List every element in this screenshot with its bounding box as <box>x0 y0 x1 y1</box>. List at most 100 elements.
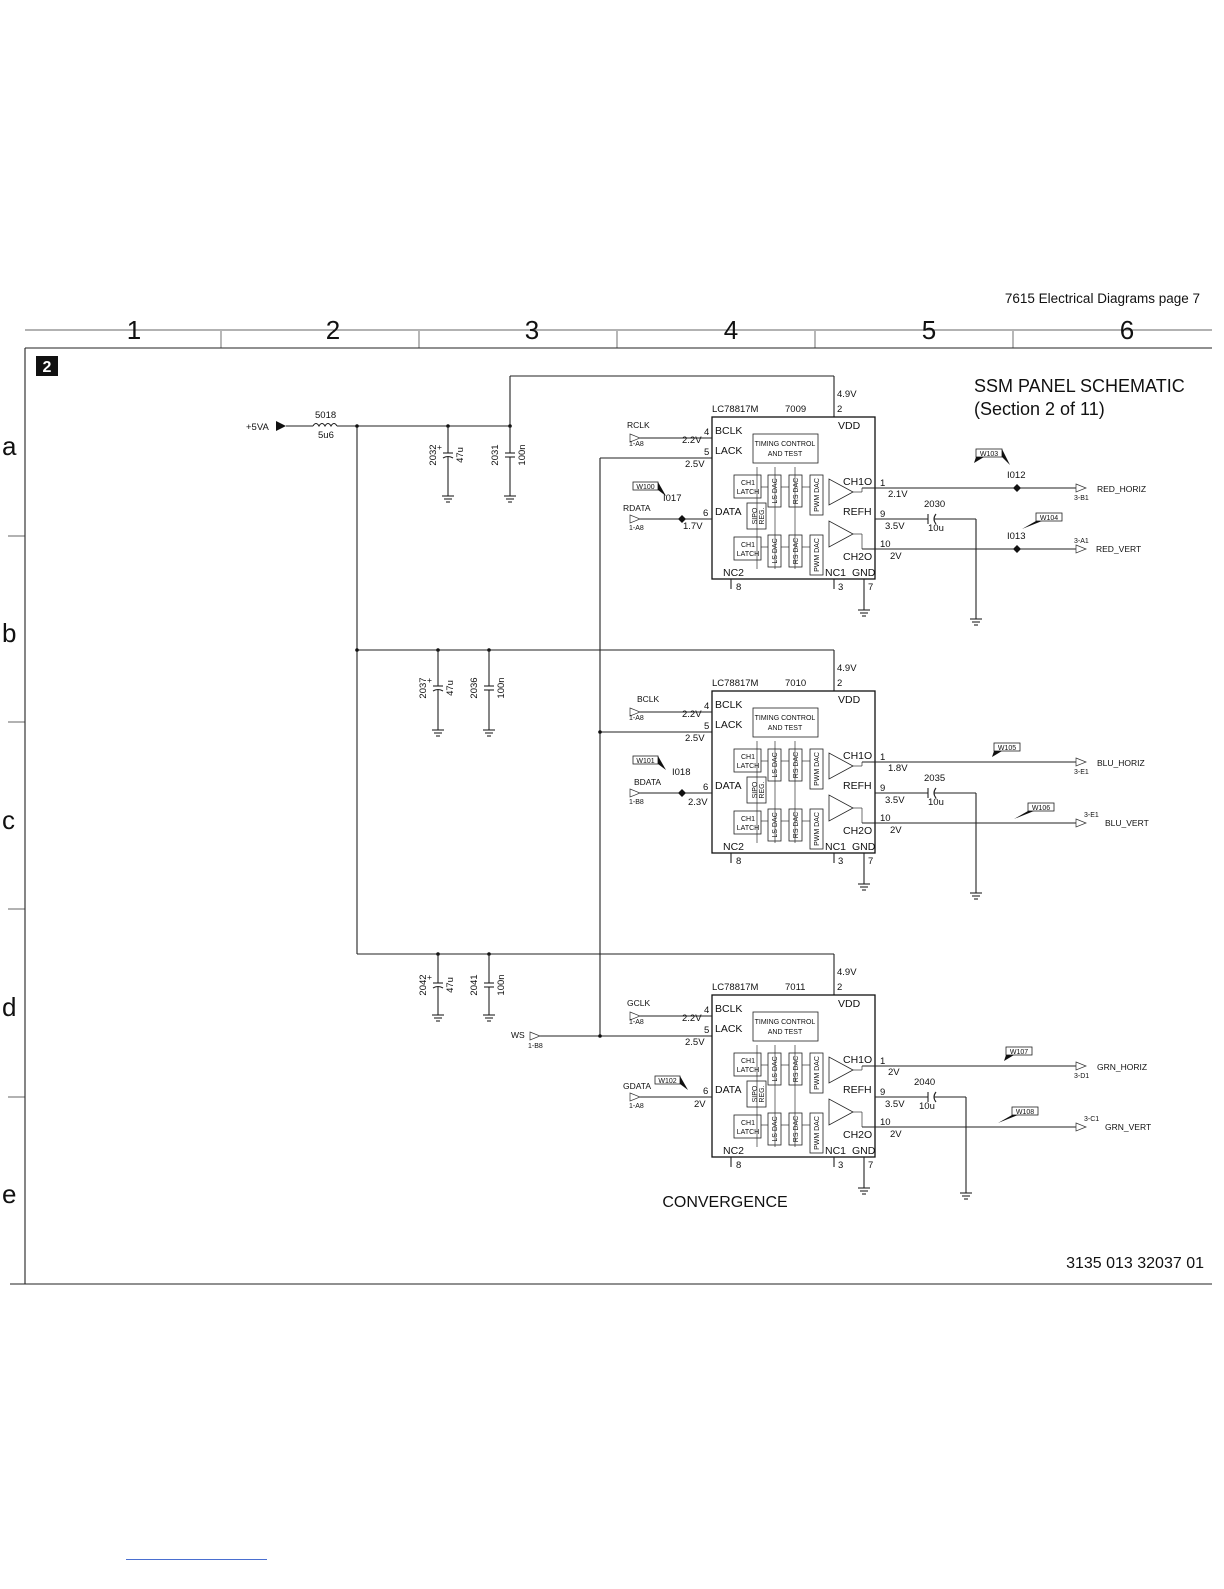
output-net-label: RED_VERT <box>1096 544 1141 554</box>
opamp-icon <box>828 478 854 506</box>
pin-number: 5 <box>704 447 709 458</box>
ws-connector-icon <box>529 1031 541 1041</box>
capacitor-value: 47u <box>445 680 456 696</box>
coupling-cap-value: 10u <box>928 797 944 808</box>
dac-block <box>767 808 782 842</box>
dac-block <box>809 534 824 576</box>
output-connector-icon <box>1075 1061 1087 1071</box>
pin-label-data: DATA <box>715 506 741 518</box>
pin-label-bclk: BCLK <box>715 1003 742 1015</box>
dac-block <box>809 1112 824 1154</box>
output-ref-label: 3-E1 <box>1084 812 1099 819</box>
data-connector-icon <box>629 1092 641 1102</box>
column-label: 5 <box>922 315 936 345</box>
pin-number: 7 <box>868 1160 873 1171</box>
latch-block <box>733 536 762 561</box>
ground-icon <box>858 609 870 617</box>
pin-number: 2 <box>837 678 842 689</box>
ground-icon <box>970 618 982 626</box>
pin-number: 8 <box>736 1160 741 1171</box>
clk-connector-icon <box>629 433 641 443</box>
power-net-label: +5VA <box>246 422 269 433</box>
latch-line1: CH1 <box>741 816 755 823</box>
test-point-label: W105 <box>998 745 1016 752</box>
pin-number: 3 <box>838 582 843 593</box>
timing-block-line2: AND TEST <box>768 1029 803 1036</box>
capacitor-ref: 2041 <box>469 974 480 995</box>
ground-icon <box>858 883 870 891</box>
pin-label-ch1o: CH1O <box>843 750 872 762</box>
latch-line2: LATCH <box>737 1129 759 1136</box>
column-label: 6 <box>1120 315 1134 345</box>
coupling-cap-ref: 2030 <box>924 499 945 510</box>
pin-number: 6 <box>703 782 708 793</box>
refh-voltage: 3.5V <box>885 795 905 806</box>
output-ref-label: 3-D1 <box>1074 1073 1089 1080</box>
ground-icon <box>960 1192 972 1200</box>
pin-number: 4 <box>704 1005 709 1016</box>
clk-net-label: GCLK <box>627 998 650 1008</box>
dac-label: PWM DAC <box>814 538 821 572</box>
junction-icon <box>678 789 686 797</box>
row-label: d <box>2 992 16 1022</box>
sipo-line2: REG. <box>759 507 766 524</box>
capacitor-ref: 2042 <box>418 974 429 995</box>
output-net-label: BLU_HORIZ <box>1097 758 1145 768</box>
schematic-subtitle: (Section 2 of 11) <box>974 399 1105 419</box>
timing-control-block <box>752 433 819 464</box>
test-point-flag <box>1011 1106 1039 1116</box>
pin-number: 8 <box>736 856 741 867</box>
junction-label: I017 <box>663 493 682 504</box>
pin-label-bclk: BCLK <box>715 699 742 711</box>
test-point-flag <box>1035 512 1063 522</box>
row-label: a <box>2 431 17 461</box>
output-ref-label: 3-B1 <box>1074 495 1089 502</box>
pin-label-refh: REFH <box>843 506 872 518</box>
chip-ref: 7009 <box>785 404 806 415</box>
latch-line2: LATCH <box>737 551 759 558</box>
pin-number: 9 <box>880 509 885 520</box>
output-connector-icon <box>1075 483 1087 493</box>
latch-line1: CH1 <box>741 1120 755 1127</box>
capacitor-ref: 2031 <box>490 444 501 465</box>
timing-block-line2: AND TEST <box>768 725 803 732</box>
row-labels: a b c d e <box>2 431 17 1209</box>
pin-label-bclk: BCLK <box>715 425 742 437</box>
dac-block <box>767 1052 782 1086</box>
pin-number: 9 <box>880 783 885 794</box>
ch1-voltage: 2V <box>888 1067 900 1078</box>
clk-net-label: RCLK <box>627 420 650 430</box>
column-label: 2 <box>326 315 340 345</box>
pin-label-gnd: GND <box>852 841 876 853</box>
pin-number: 10 <box>880 813 891 824</box>
pin-label-data: DATA <box>715 780 741 792</box>
capacitor-value: 47u <box>445 977 456 993</box>
column-label: 4 <box>724 315 738 345</box>
pin-number: 7 <box>868 856 873 867</box>
test-point-flag <box>1027 802 1055 812</box>
dac-block <box>788 1112 803 1146</box>
junction-label: I012 <box>1007 470 1026 481</box>
dac-block <box>767 748 782 782</box>
dac-label: LS DAC <box>772 1056 779 1081</box>
data-net-label: RDATA <box>623 503 651 513</box>
lack-voltage: 2.5V <box>685 1037 705 1048</box>
timing-block-line1: TIMING CONTROL <box>755 441 816 448</box>
pin-number: 4 <box>704 701 709 712</box>
dac-label: RS DAC <box>793 478 800 504</box>
ground-icon <box>858 1187 870 1195</box>
row-ticks <box>8 535 25 1098</box>
dac-block <box>767 474 782 508</box>
sipo-line2: REG. <box>759 1085 766 1102</box>
capacitor-value: 100n <box>517 444 528 465</box>
pin-number: 10 <box>880 1117 891 1128</box>
pin-number: 2 <box>837 982 842 993</box>
pin-number: 6 <box>703 1086 708 1097</box>
pin-label-vdd: VDD <box>838 420 861 432</box>
sipo-line1: SIPO <box>752 1085 759 1102</box>
pin-label-nc1: NC1 <box>825 841 846 853</box>
